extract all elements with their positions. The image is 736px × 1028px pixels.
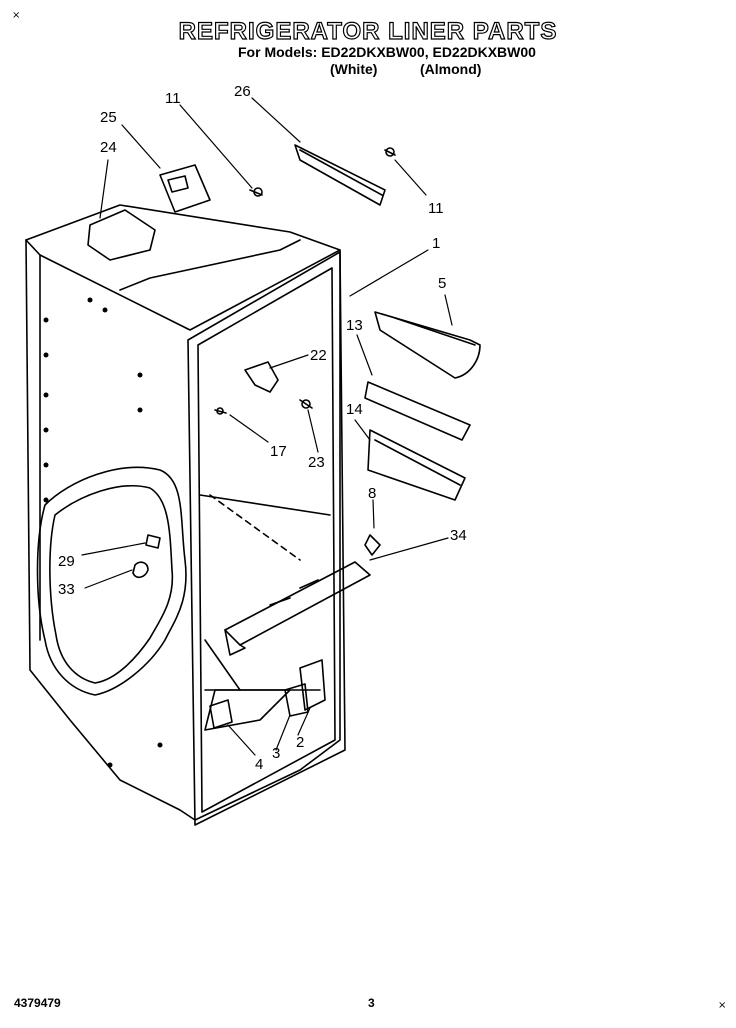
page-number: 3: [368, 996, 375, 1010]
callout-3: 3: [272, 745, 280, 762]
interior-drop-line: [204, 639, 241, 691]
front-frame: [187, 251, 346, 826]
variant-white: (White): [330, 61, 378, 77]
part-11-screw-left: [249, 189, 263, 196]
page-title: REFRIGERATOR LINER PARTS: [178, 17, 558, 45]
part-5-channel: [374, 311, 481, 379]
callout-13: 13: [346, 317, 363, 334]
callout-2: 2: [296, 734, 304, 751]
liner-cutaway-inner: [49, 485, 174, 684]
callout-11-right: 11: [428, 200, 444, 217]
liner-cutaway: [36, 466, 187, 696]
callout-4: 4: [255, 756, 263, 773]
part-4-bracket: [209, 699, 233, 729]
part-23-screw: [299, 399, 313, 409]
interior-back-line: [209, 494, 301, 561]
callout-5: 5: [438, 275, 446, 292]
part-26-bar: [294, 144, 386, 206]
callout-11-top: 11: [165, 90, 181, 107]
part-25-bracket: [159, 164, 211, 213]
callout-24: 24: [100, 139, 117, 156]
interior-shelf-line: [199, 494, 331, 516]
callout-26: 26: [234, 83, 251, 100]
callout-25: 25: [100, 109, 117, 126]
callout-29: 29: [58, 553, 75, 570]
cabinet-top: [25, 239, 341, 331]
document-id: 4379479: [14, 996, 61, 1010]
callout-8: 8: [368, 485, 376, 502]
callout-17: 17: [270, 443, 287, 460]
part-24-bracket: [87, 209, 156, 261]
corner-mark-top-left: ×: [12, 10, 21, 21]
part-8-clip: [364, 534, 381, 556]
part-14-rail: [367, 429, 466, 501]
part-13-rail: [364, 381, 471, 441]
callout-33: 33: [58, 581, 75, 598]
corner-mark-bottom-right: ×: [718, 1000, 727, 1011]
rivet-dots: [43, 297, 163, 768]
variant-almond: (Almond): [420, 61, 482, 77]
callout-23: 23: [308, 454, 325, 471]
part-33-fitting: [132, 561, 149, 579]
callout-14: 14: [346, 401, 363, 418]
callout-22: 22: [310, 347, 327, 364]
part-34-cover: [224, 561, 371, 646]
front-frame-inner: [197, 267, 336, 813]
cabinet-shell: [25, 204, 341, 821]
callout-1: 1: [432, 235, 440, 252]
callout-34: 34: [450, 527, 467, 544]
part-2-bracket: [299, 659, 326, 711]
models-line: For Models: ED22DKXBW00, ED22DKXBW00: [238, 44, 536, 60]
part-29-clip: [145, 534, 161, 549]
cabinet-top-ledge: [119, 239, 301, 291]
part-22-bracket: [244, 361, 279, 393]
